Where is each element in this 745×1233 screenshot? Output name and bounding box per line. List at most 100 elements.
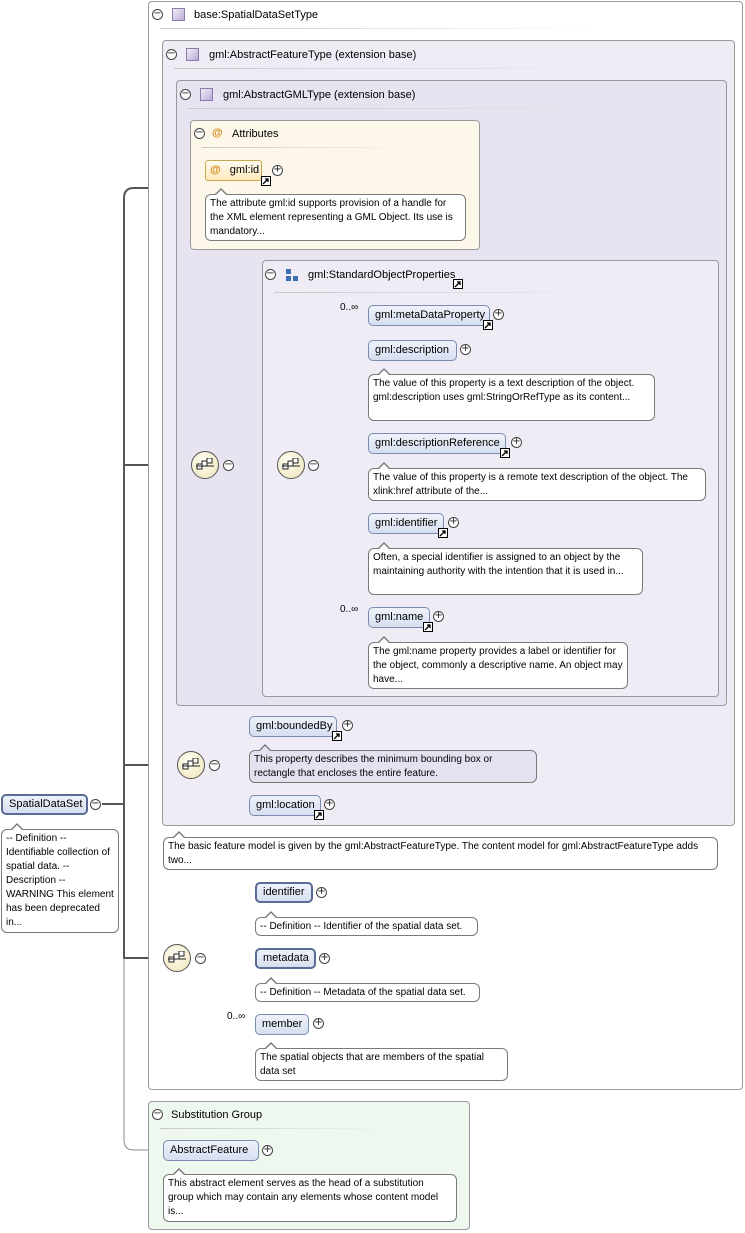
element-label: AbstractFeature — [170, 1144, 249, 1156]
sequence-outer-collapse-toggle[interactable]: − — [223, 459, 234, 471]
metadataproperty-occurrence: 0..∞ — [340, 302, 359, 313]
element-gml-boundedby[interactable]: gml:boundedBy — [249, 716, 337, 737]
location-expand-toggle[interactable]: + — [324, 798, 335, 810]
identifier-expand-toggle[interactable]: + — [448, 516, 459, 528]
gml-type-collapse-toggle[interactable]: − — [180, 88, 191, 100]
element-label: gml:metaDataProperty — [375, 309, 486, 321]
metadata-element-annotation-text: -- Definition -- Metadata of the spatial… — [260, 987, 466, 998]
attributes-title: Attributes — [232, 128, 279, 140]
identifier-element-expand-toggle[interactable]: + — [316, 886, 327, 898]
name-annotation: The gml:name property provides a label o… — [368, 636, 628, 689]
identifier-annotation-text: Often, a special identifier is assigned … — [373, 552, 624, 577]
substitution-group-title: Substitution Group — [171, 1109, 263, 1121]
complex-type-icon — [172, 8, 185, 21]
identifier-element-annotation: -- Definition -- Identifier of the spati… — [255, 911, 478, 936]
abstractfeature-annotation: This abstract element serves as the head… — [163, 1168, 457, 1222]
description-annotation: The value of this property is a text des… — [368, 368, 655, 421]
attributes-collapse-toggle[interactable]: − — [194, 127, 205, 139]
identifier-annotation: Often, a special identifier is assigned … — [368, 542, 643, 595]
identifier-reference-icon[interactable] — [438, 528, 448, 538]
complex-type-divider — [160, 28, 600, 29]
standard-props-reference-icon[interactable] — [453, 279, 463, 289]
descriptionreference-reference-icon[interactable] — [500, 448, 510, 458]
sequence-compositor-dataset-icon — [163, 944, 191, 972]
attribute-gml-id[interactable]: @ gml:id — [205, 160, 262, 181]
element-metadata[interactable]: metadata — [255, 948, 316, 969]
member-element-annotation: The spatial objects that are members of … — [255, 1042, 508, 1081]
boundedby-annotation-text: This property describes the minimum boun… — [254, 754, 493, 779]
element-gml-name[interactable]: gml:name — [368, 607, 430, 628]
feature-type-annotation-text: The basic feature model is given by the … — [168, 841, 699, 866]
element-label: gml:location — [256, 799, 315, 811]
element-label: gml:identifier — [375, 517, 438, 529]
sequence-inner-collapse-toggle[interactable]: − — [308, 459, 319, 471]
element-member[interactable]: member — [255, 1014, 309, 1035]
gml-id-reference-icon[interactable] — [261, 176, 271, 186]
sequence-compositor-inner-icon — [277, 451, 305, 479]
gml-type-divider — [188, 108, 608, 109]
element-gml-metadataproperty[interactable]: gml:metaDataProperty — [368, 305, 490, 326]
element-label: metadata — [263, 952, 309, 964]
attribute-gml-id-label: gml:id — [229, 164, 260, 176]
identifier-element-annotation-text: -- Definition -- Identifier of the spati… — [260, 921, 463, 932]
standard-props-collapse-toggle[interactable]: − — [265, 268, 276, 280]
feature-type-icon — [186, 48, 199, 61]
root-annotation: -- Definition -- Identifiable collection… — [1, 823, 119, 933]
member-element-annotation-text: The spatial objects that are members of … — [260, 1052, 485, 1077]
descriptionreference-expand-toggle[interactable]: + — [511, 436, 522, 448]
description-annotation-text: The value of this property is a text des… — [373, 378, 635, 403]
attributes-at-icon: @ — [212, 127, 223, 139]
boundedby-reference-icon[interactable] — [332, 731, 342, 741]
root-annotation-text: -- Definition -- Identifiable collection… — [6, 833, 114, 928]
standard-props-divider — [274, 292, 614, 293]
standard-props-title: gml:StandardObjectProperties — [308, 269, 456, 281]
sequence-compositor-outer-icon — [191, 451, 219, 479]
element-gml-location[interactable]: gml:location — [249, 795, 321, 816]
element-identifier[interactable]: identifier — [255, 882, 313, 903]
root-element-label: SpatialDataSet — [9, 798, 83, 810]
complex-type-title: base:SpatialDataSetType — [194, 9, 319, 21]
name-reference-icon[interactable] — [423, 622, 433, 632]
element-gml-description[interactable]: gml:description — [368, 340, 457, 361]
element-label: gml:name — [375, 611, 424, 623]
complex-type-collapse-toggle[interactable]: − — [152, 8, 163, 20]
root-element-spatialdataset[interactable]: SpatialDataSet — [1, 794, 88, 815]
name-occurrence: 0..∞ — [340, 604, 359, 615]
abstractfeature-expand-toggle[interactable]: + — [262, 1144, 273, 1156]
attribute-at-icon: @ — [210, 164, 221, 176]
location-reference-icon[interactable] — [314, 810, 324, 820]
descriptionreference-annotation: The value of this property is a remote t… — [368, 462, 706, 501]
feature-type-title: gml:AbstractFeatureType (extension base) — [209, 49, 417, 61]
element-label: identifier — [263, 886, 305, 898]
element-abstractfeature[interactable]: AbstractFeature — [163, 1140, 259, 1161]
member-element-expand-toggle[interactable]: + — [313, 1017, 324, 1029]
group-icon — [285, 268, 299, 282]
substitution-group-divider — [160, 1128, 390, 1129]
element-label: gml:descriptionReference — [375, 437, 500, 449]
description-expand-toggle[interactable]: + — [460, 343, 471, 355]
sequence-dataset-collapse-toggle[interactable]: − — [195, 952, 206, 964]
name-expand-toggle[interactable]: + — [433, 610, 444, 622]
feature-type-collapse-toggle[interactable]: − — [166, 48, 177, 60]
sequence-feature-collapse-toggle[interactable]: − — [209, 759, 220, 771]
attributes-divider — [202, 147, 412, 148]
sequence-compositor-feature-icon — [177, 751, 205, 779]
element-gml-descriptionreference[interactable]: gml:descriptionReference — [368, 433, 506, 454]
descriptionreference-annotation-text: The value of this property is a remote t… — [373, 472, 688, 497]
abstractfeature-annotation-text: This abstract element serves as the head… — [168, 1178, 439, 1217]
element-label: gml:description — [375, 344, 449, 356]
metadata-element-expand-toggle[interactable]: + — [319, 952, 330, 964]
gml-id-annotation-text: The attribute gml:id supports provision … — [210, 198, 453, 237]
element-gml-identifier[interactable]: gml:identifier — [368, 513, 444, 534]
substitution-group-collapse-toggle[interactable]: − — [152, 1108, 163, 1120]
boundedby-expand-toggle[interactable]: + — [342, 719, 353, 731]
metadataproperty-reference-icon[interactable] — [483, 320, 493, 330]
gml-type-title: gml:AbstractGMLType (extension base) — [223, 89, 416, 101]
gml-type-icon — [200, 88, 213, 101]
feature-type-divider — [174, 68, 614, 69]
element-label: member — [262, 1018, 303, 1030]
gml-id-expand-toggle[interactable]: + — [272, 164, 283, 176]
root-collapse-toggle[interactable]: − — [90, 798, 101, 810]
metadataproperty-expand-toggle[interactable]: + — [493, 308, 504, 320]
name-annotation-text: The gml:name property provides a label o… — [373, 646, 623, 685]
